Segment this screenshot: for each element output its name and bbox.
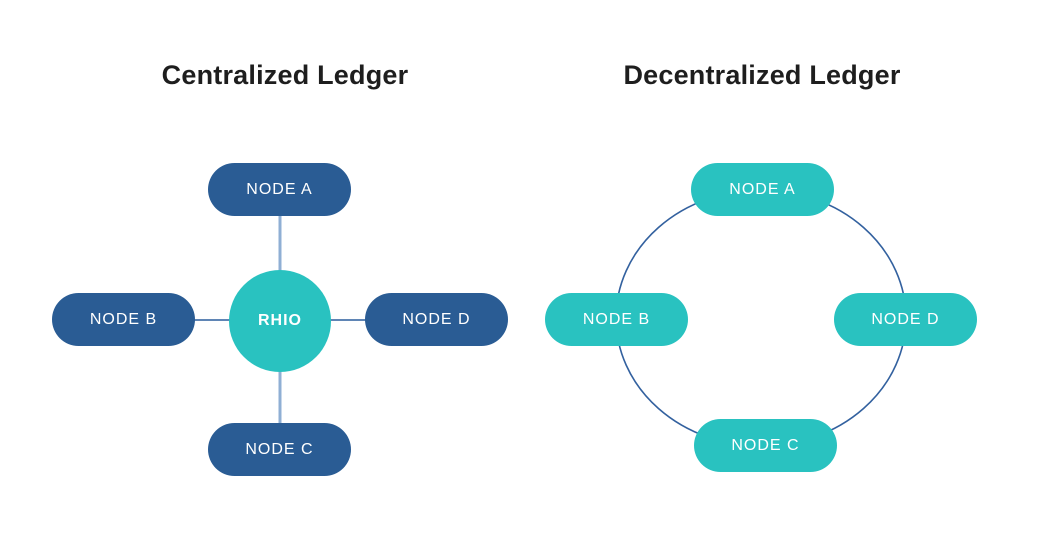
decentralized-title: Decentralized Ledger — [623, 60, 901, 90]
centralized-node-c: NODE C — [208, 423, 351, 476]
decentralized-node-d-label: NODE D — [871, 310, 940, 328]
centralized-hub-label: RHIO — [258, 312, 302, 329]
decentralized-node-b-label: NODE B — [582, 310, 651, 328]
decentralized-node-c: NODE C — [694, 419, 837, 472]
centralized-node-a-label: NODE A — [246, 180, 313, 198]
decentralized-node-b: NODE B — [545, 293, 688, 346]
centralized-node-b: NODE B — [52, 293, 195, 346]
decentralized-node-a: NODE A — [691, 163, 834, 216]
centralized-node-a: NODE A — [208, 163, 351, 216]
centralized-node-b-label: NODE B — [89, 310, 158, 328]
centralized-node-d-label: NODE D — [402, 310, 471, 328]
decentralized-node-a-label: NODE A — [729, 180, 796, 198]
decentralized-node-d: NODE D — [834, 293, 977, 346]
centralized-node-c-label: NODE C — [245, 440, 314, 458]
centralized-title: Centralized Ledger — [161, 60, 409, 90]
decentralized-node-c-label: NODE C — [731, 436, 800, 454]
centralized-node-d: NODE D — [365, 293, 508, 346]
centralized-hub-rhio: RHIO — [229, 270, 331, 372]
